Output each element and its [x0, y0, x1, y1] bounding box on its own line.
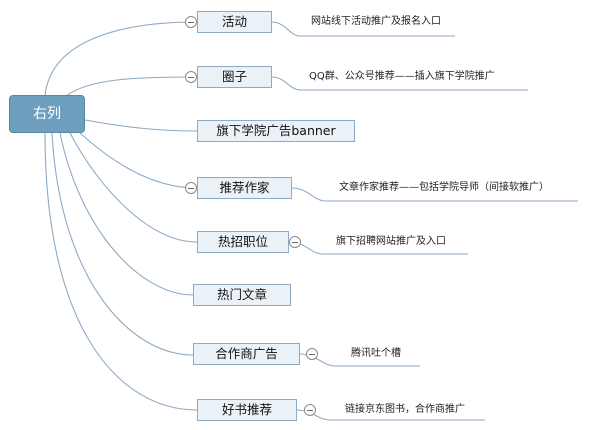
branch-node-rezhao-zhiwei[interactable]: 热招职位: [197, 231, 289, 253]
connector-banner: [84, 119, 198, 132]
branch-node-remen-wenzhang[interactable]: 热门文章: [193, 284, 291, 306]
note-haoshu-tuijian: 链接京东图书，合作商推广: [345, 404, 465, 415]
connector-note-haoshu-tuijian: [296, 409, 485, 421]
collapse-icon[interactable]: [185, 16, 197, 28]
collapse-icon[interactable]: [289, 236, 301, 248]
connector-remen-wenzhang: [59, 132, 194, 296]
root-node[interactable]: 右列: [9, 95, 85, 133]
connector-hezuoshang-guanggao: [51, 132, 194, 356]
connector-rezhao-zhiwei: [69, 132, 198, 243]
connector-note-hezuoshang-guanggao: [299, 353, 420, 367]
collapse-icon[interactable]: [304, 404, 316, 416]
note-huodong: 网站线下活动推广及报名入口: [311, 16, 441, 27]
collapse-icon[interactable]: [185, 182, 197, 194]
note-hezuoshang-guanggao: 腾讯吐个槽: [351, 348, 401, 359]
branch-node-huodong[interactable]: 活动: [197, 11, 272, 33]
connector-huodong: [44, 21, 198, 97]
connector-tuijian-zuojia: [79, 132, 198, 189]
collapse-icon[interactable]: [185, 71, 197, 83]
connector-note-tuijian-zuojia: [291, 187, 578, 202]
collapse-icon[interactable]: [306, 348, 318, 360]
branch-node-hezuoshang-guanggao[interactable]: 合作商广告: [193, 343, 300, 365]
connector-note-quanzi: [271, 76, 528, 91]
note-quanzi: QQ群、公众号推荐——插入旗下学院推广: [309, 71, 495, 82]
branch-node-quanzi[interactable]: 圈子: [197, 66, 272, 88]
connector-haoshu-tuijian: [44, 132, 198, 411]
branch-node-tuijian-zuojia[interactable]: 推荐作家: [197, 177, 292, 199]
branch-node-banner[interactable]: 旗下学院广告banner: [197, 120, 355, 142]
connector-quanzi: [65, 76, 198, 97]
branch-node-haoshu-tuijian[interactable]: 好书推荐: [197, 399, 297, 421]
note-tuijian-zuojia: 文章作家推荐——包括学院导师（间接软推广）: [339, 182, 549, 193]
note-rezhao-zhiwei: 旗下招聘网站推广及入口: [336, 236, 446, 247]
connector-note-huodong: [271, 21, 455, 37]
